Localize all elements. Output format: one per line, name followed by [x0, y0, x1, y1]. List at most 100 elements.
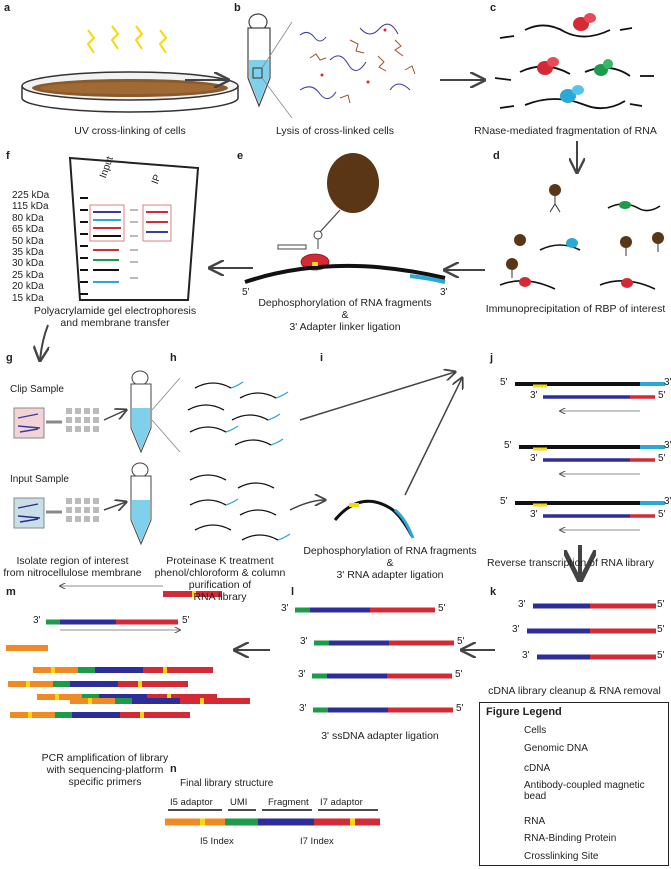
k-5prime: 5': [657, 650, 665, 661]
rna-fragments-c: [494, 24, 654, 110]
caption-f-line1: Polyacrylamide gel electrophoresis: [33, 305, 197, 317]
ladder-label: 25 kDa: [12, 269, 44, 281]
arrow-f-g: [40, 324, 48, 360]
tubes-h: [130, 370, 181, 546]
arrow-h-j: [299, 372, 455, 421]
j-cdna-5prime: 5': [658, 453, 666, 464]
figure-legend: Figure Legend Cells Genomic DNA cDNA Ant…: [479, 702, 669, 866]
panel-letter-a: a: [4, 2, 11, 14]
legend-bead-line2: bead: [524, 791, 547, 802]
j-3prime: 3': [664, 440, 671, 451]
m-3prime: 3': [33, 615, 41, 626]
j-5prime: 5': [500, 377, 508, 388]
l-5prime: 5': [456, 703, 464, 714]
legend-crosslink: Crosslinking Site: [524, 851, 599, 862]
j-cdna-3prime: 3': [530, 509, 538, 520]
l-5prime: 5': [438, 603, 446, 614]
panel-letter-e: e: [237, 150, 244, 162]
l-5prime: 5': [455, 669, 463, 680]
caption-m: PCR amplification of library with sequen…: [15, 752, 195, 788]
j-3prime: 3': [664, 377, 671, 388]
panel-letter-l: l: [291, 586, 295, 598]
panel-letter-d: d: [493, 150, 500, 162]
j-3prime: 3': [664, 496, 671, 507]
culture-dish-icon: [21, 71, 239, 113]
legend-bead-line1: Antibody-coupled magnetic: [524, 780, 645, 791]
legend-cells: Cells: [524, 725, 547, 736]
pcr-strands-m: [6, 586, 250, 718]
caption-e-line3: 3' Adapter linker ligation: [289, 321, 401, 333]
l-3prime: 3': [300, 636, 308, 647]
legend-genomic-dna: Genomic DNA: [524, 743, 588, 754]
caption-g-line1: Isolate region of interest: [16, 555, 129, 567]
rt-strands-j: [515, 382, 665, 530]
panel-letter-i: i: [320, 352, 324, 364]
n-i7-adaptor: I7 adaptor: [320, 797, 363, 808]
j-cdna-5prime: 5': [658, 509, 666, 520]
caption-j: Reverse transcription of RNA library: [487, 557, 654, 569]
library-structure-n: [165, 809, 380, 826]
m-5prime: 5': [182, 615, 190, 626]
panel-letter-c: c: [490, 2, 497, 14]
adapter-strands-l: [295, 607, 454, 713]
caption-m-line2: with sequencing-platform: [46, 764, 164, 776]
rna-i: [333, 499, 415, 539]
caption-g-line2: from nitrocellulose membrane: [3, 567, 142, 579]
lysate-contents: [299, 23, 416, 104]
panel-letter-j: j: [490, 352, 494, 364]
clip-sample-label: Clip Sample: [10, 384, 64, 395]
j-5prime: 5': [500, 496, 508, 507]
ladder-label: 225 kDa: [12, 190, 50, 201]
j-cdna-3prime: 3': [530, 453, 538, 464]
caption-e-line1: Dephosphorylation of RNA fragments: [258, 297, 432, 309]
j-cdna-3prime: 3': [530, 390, 538, 401]
l-5prime: 5': [457, 636, 465, 647]
caption-i-line2: &: [386, 557, 394, 569]
caption-h-line1: Proteinase K treatment: [166, 555, 274, 567]
panel-letter-h: h: [170, 352, 177, 364]
n-umi: UMI: [230, 797, 248, 808]
tube-icon-b: [247, 13, 293, 119]
cdna-strands-k: [527, 603, 656, 660]
caption-e-line2: &: [341, 309, 349, 321]
ladder-label: 80 kDa: [12, 212, 44, 224]
caption-b: Lysis of cross-linked cells: [275, 125, 395, 137]
k-5prime: 5': [657, 624, 665, 635]
k-3prime: 3': [522, 650, 530, 661]
l-3prime: 3': [281, 603, 289, 614]
l-3prime: 3': [298, 669, 306, 680]
j-cdna-5prime: 5': [658, 390, 666, 401]
legend-cdna: cDNA: [524, 763, 551, 774]
fragments-h: [187, 381, 291, 541]
caption-m-line1: PCR amplification of library: [41, 752, 169, 764]
bead-complex-e: [244, 153, 446, 284]
caption-h-line3: purification of: [188, 579, 252, 591]
caption-h-line2: phenol/chloroform & column: [154, 567, 286, 579]
k-5prime: 5': [657, 599, 665, 610]
legend-title: Figure Legend: [486, 706, 562, 718]
ladder-label: 15 kDa: [12, 292, 44, 304]
caption-h-line4: RNA library: [193, 591, 247, 603]
panel-letter-g: g: [6, 352, 13, 364]
ladder-label: 35 kDa: [12, 247, 44, 258]
gel-membrane-f: [68, 156, 200, 301]
caption-f-line2: and membrane transfer: [60, 317, 170, 329]
caption-m-line3: specific primers: [68, 776, 142, 788]
caption-d: Immunoprecipitation of RBP of interest: [485, 303, 666, 315]
caption-g: Isolate region of interest from nitrocel…: [0, 555, 145, 579]
ladder-label: 30 kDa: [12, 258, 44, 270]
legend-rbp: RNA-Binding Protein: [524, 833, 617, 844]
l-3prime: 3': [299, 703, 307, 714]
ladder-label: 65 kDa: [12, 224, 44, 236]
caption-h: Proteinase K treatment phenol/chloroform…: [145, 555, 295, 603]
caption-i-line1: Dephosphorylation of RNA fragments: [303, 545, 477, 557]
caption-k: cDNA library cleanup & RNA removal: [488, 685, 661, 697]
n-i7-index: I7 Index: [300, 836, 334, 847]
legend-rna: RNA: [524, 816, 546, 827]
caption-a: UV cross-linking of cells: [74, 125, 186, 137]
caption-i-line3: 3' RNA adapter ligation: [336, 569, 444, 581]
n-i5-index: I5 Index: [200, 836, 234, 847]
k-3prime: 3': [512, 624, 520, 635]
rbp-c: [537, 13, 613, 103]
